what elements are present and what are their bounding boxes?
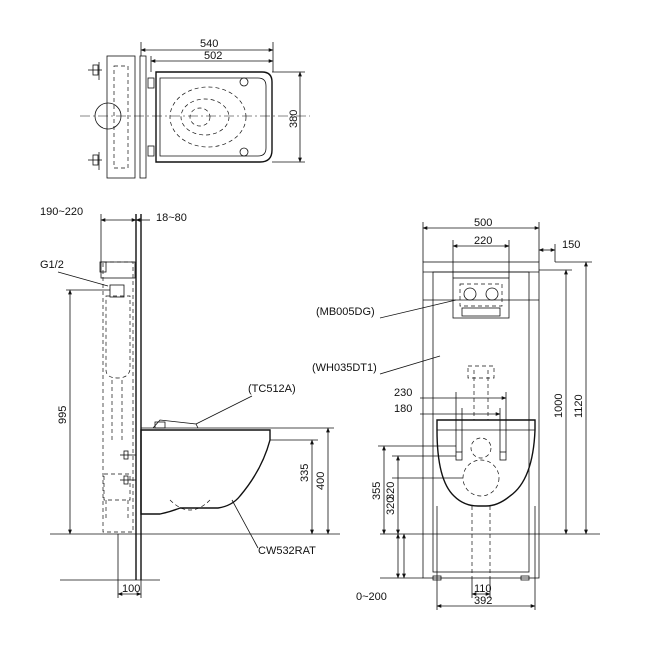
- dim-110: 110: [474, 583, 492, 595]
- side-downpipe: [111, 380, 123, 440]
- top-hinge-2: [147, 145, 155, 157]
- leader-g12: [57, 271, 109, 287]
- front-flush-plate: [452, 277, 510, 319]
- front-waste-circle: [462, 459, 500, 497]
- top-wall-plate: [139, 55, 147, 179]
- side-frame: [102, 261, 134, 533]
- dim-220: 220: [474, 235, 492, 247]
- dim-355: 355: [371, 482, 383, 500]
- label-mb005dg: (MB005DG): [316, 306, 375, 318]
- front-flush-buttons: [459, 283, 503, 307]
- side-seat-lid: [152, 419, 199, 429]
- top-seat-outline: [159, 77, 267, 157]
- top-frame-inner: [113, 65, 129, 169]
- dim-190-220: 190~220: [40, 206, 83, 218]
- side-inlet: [109, 284, 125, 298]
- side-valve: [99, 261, 107, 273]
- leader-mb005dg: [379, 299, 457, 319]
- front-frame-inner: [432, 271, 530, 573]
- dim-150: 150: [562, 239, 580, 251]
- front-inlet-circle: [470, 437, 492, 459]
- top-hinge-hole-1: [239, 77, 249, 87]
- leader-cw532rat: [231, 499, 259, 549]
- dim-1120: 1120: [573, 394, 585, 418]
- front-button-left: [463, 287, 477, 301]
- front-pipe-joint: [467, 365, 495, 379]
- front-bolts: [455, 451, 507, 461]
- dim-1000: 1000: [553, 394, 565, 418]
- top-drain: [189, 107, 211, 127]
- front-button-right: [485, 287, 499, 301]
- leader-tc512a: [195, 395, 253, 425]
- leader-wh035dt1: [379, 355, 441, 375]
- dim-180: 180: [394, 403, 412, 415]
- top-hinge-1: [147, 77, 155, 89]
- side-trap: [169, 499, 211, 511]
- top-hinge-hole-2: [239, 147, 249, 157]
- top-view: 540 502 380: [80, 38, 310, 179]
- top-bowl-outline: [155, 71, 273, 163]
- top-bowl-opening: [169, 86, 247, 148]
- dim-392: 392: [474, 595, 492, 607]
- dim-380: 380: [288, 110, 300, 128]
- dim-500: 500: [474, 217, 492, 229]
- side-frame-top: [100, 261, 136, 279]
- side-waste: [103, 473, 131, 501]
- dim-335: 335: [299, 464, 311, 482]
- side-cistern: [105, 295, 131, 379]
- label-cw532rat: CW532RAT: [258, 545, 316, 557]
- front-downpipe: [473, 370, 489, 420]
- dim-502: 502: [204, 50, 222, 62]
- label-tc512a: (TC512A): [248, 383, 296, 395]
- top-bolts: [88, 62, 102, 170]
- dim-18-80: 18~80: [156, 212, 187, 224]
- front-bowl: [436, 419, 536, 507]
- top-bowl-inner: [180, 98, 230, 136]
- side-view: 190~220 18~80 G1/2 995 (TC512A) 335 400 …: [40, 206, 340, 598]
- dim-320a: 320: [385, 482, 397, 500]
- side-bowl: [140, 429, 271, 515]
- dim-230: 230: [394, 387, 412, 399]
- top-frame-outline: [106, 55, 136, 179]
- side-waste-pipe: [105, 500, 129, 520]
- front-waste-pipe: [471, 506, 491, 578]
- dim-995: 995: [57, 406, 69, 424]
- dim-540: 540: [200, 38, 218, 50]
- label-g12: G1/2: [40, 259, 64, 271]
- dim-320b: 320: [385, 497, 397, 515]
- dim-100: 100: [122, 583, 140, 595]
- front-frame-outer: [422, 261, 540, 579]
- side-bolts: [120, 450, 136, 485]
- label-wh035dt1: (WH035DT1): [312, 362, 377, 374]
- front-view: 500 220 150 (MB005DG) (WH035DT1) 230 180…: [312, 217, 600, 610]
- side-hinge: [154, 421, 166, 429]
- front-foot-right: [520, 575, 530, 581]
- dim-0-200: 0~200: [356, 591, 387, 603]
- front-plate-bottom: [461, 307, 501, 317]
- dim-400: 400: [315, 472, 327, 490]
